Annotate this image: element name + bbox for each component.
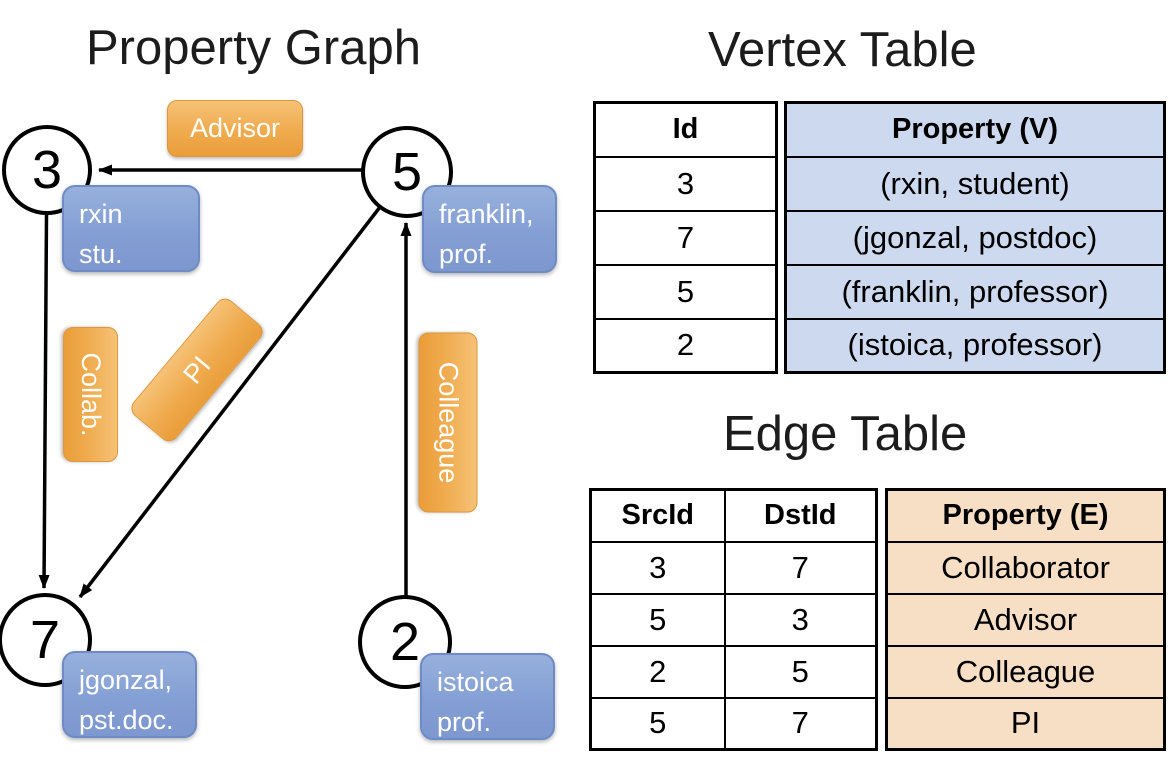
- vertex-table-title: Vertex Table: [708, 23, 977, 77]
- edge-dst-cell: 7: [723, 540, 878, 595]
- edge-property-header: Property (E): [885, 488, 1166, 543]
- vertex-label-2: istoica prof.: [420, 653, 555, 740]
- vertex-id-cell: 2: [593, 317, 778, 374]
- vertex-table-id-column: Id 3 7 5 2: [593, 101, 778, 374]
- edge-table-property-column: Property (E) Collaborator Advisor Collea…: [885, 488, 1166, 751]
- edge-dst-cell: 7: [723, 696, 878, 751]
- vertex-id-cell: 5: [593, 263, 778, 320]
- vertex-id-cell: 3: [593, 155, 778, 212]
- vertex-label-7-line2: pst.doc.: [79, 704, 174, 735]
- edge-label-colleague: Colleague: [418, 332, 478, 513]
- node-7-id: 7: [30, 610, 60, 670]
- vertex-label-3-line2: stu.: [79, 238, 123, 269]
- edge-property-cell: Collaborator: [885, 540, 1166, 595]
- edge-dst-cell: 5: [723, 644, 878, 699]
- node-2-id: 2: [390, 612, 420, 672]
- edge-src-cell: 5: [589, 592, 726, 647]
- property-graph-title: Property Graph: [86, 21, 421, 75]
- edge-src-cell: 2: [589, 644, 726, 699]
- vertex-label-7-line1: jgonzal,: [79, 665, 173, 695]
- vertex-label-2-line2: prof.: [437, 706, 492, 737]
- vertex-table-property-column: Property (V) (rxin, student) (jgonzal, p…: [784, 101, 1166, 374]
- edge-table-title: Edge Table: [723, 407, 968, 461]
- edge-3-7-collaborator-arrow: [38, 213, 50, 589]
- edge-dst-cell: 3: [723, 592, 878, 647]
- vertex-property-cell: (rxin, student): [784, 155, 1166, 212]
- node-5-id: 5: [392, 142, 422, 202]
- edge-5-7-pi-arrow: [78, 205, 382, 599]
- edge-src-cell: 3: [589, 540, 726, 595]
- vertex-label-7: jgonzal, pst.doc.: [62, 651, 197, 738]
- vertex-id-cell: 7: [593, 209, 778, 266]
- vertex-label-5-line1: franklin,: [439, 199, 534, 229]
- edge-label-collab: Collab.: [63, 327, 118, 462]
- vertex-property-header: Property (V): [784, 101, 1166, 158]
- node-3-id: 3: [32, 140, 62, 200]
- vertex-property-cell: (franklin, professor): [784, 263, 1166, 320]
- vertex-label-3-line1: rxin: [79, 199, 123, 229]
- vertex-label-3: rxin stu.: [62, 185, 200, 272]
- edge-srcid-header: SrcId: [589, 488, 726, 543]
- edge-src-cell: 5: [589, 696, 726, 751]
- vertex-label-5-line2: prof.: [439, 238, 494, 269]
- vertex-label-2-line1: istoica: [437, 667, 514, 697]
- edge-property-cell: Colleague: [885, 644, 1166, 699]
- edge-label-advisor: Advisor: [167, 100, 303, 157]
- vertex-property-cell: (istoica, professor): [784, 317, 1166, 374]
- vertex-property-cell: (jgonzal, postdoc): [784, 209, 1166, 266]
- edge-dstid-header: DstId: [723, 488, 878, 543]
- edge-table-id-columns: SrcId DstId 3 7 5 3 2 5 5 7: [589, 488, 878, 751]
- vertex-id-header: Id: [593, 101, 778, 158]
- edge-property-cell: PI: [885, 696, 1166, 751]
- vertex-label-5: franklin, prof.: [422, 185, 557, 273]
- edge-property-cell: Advisor: [885, 592, 1166, 647]
